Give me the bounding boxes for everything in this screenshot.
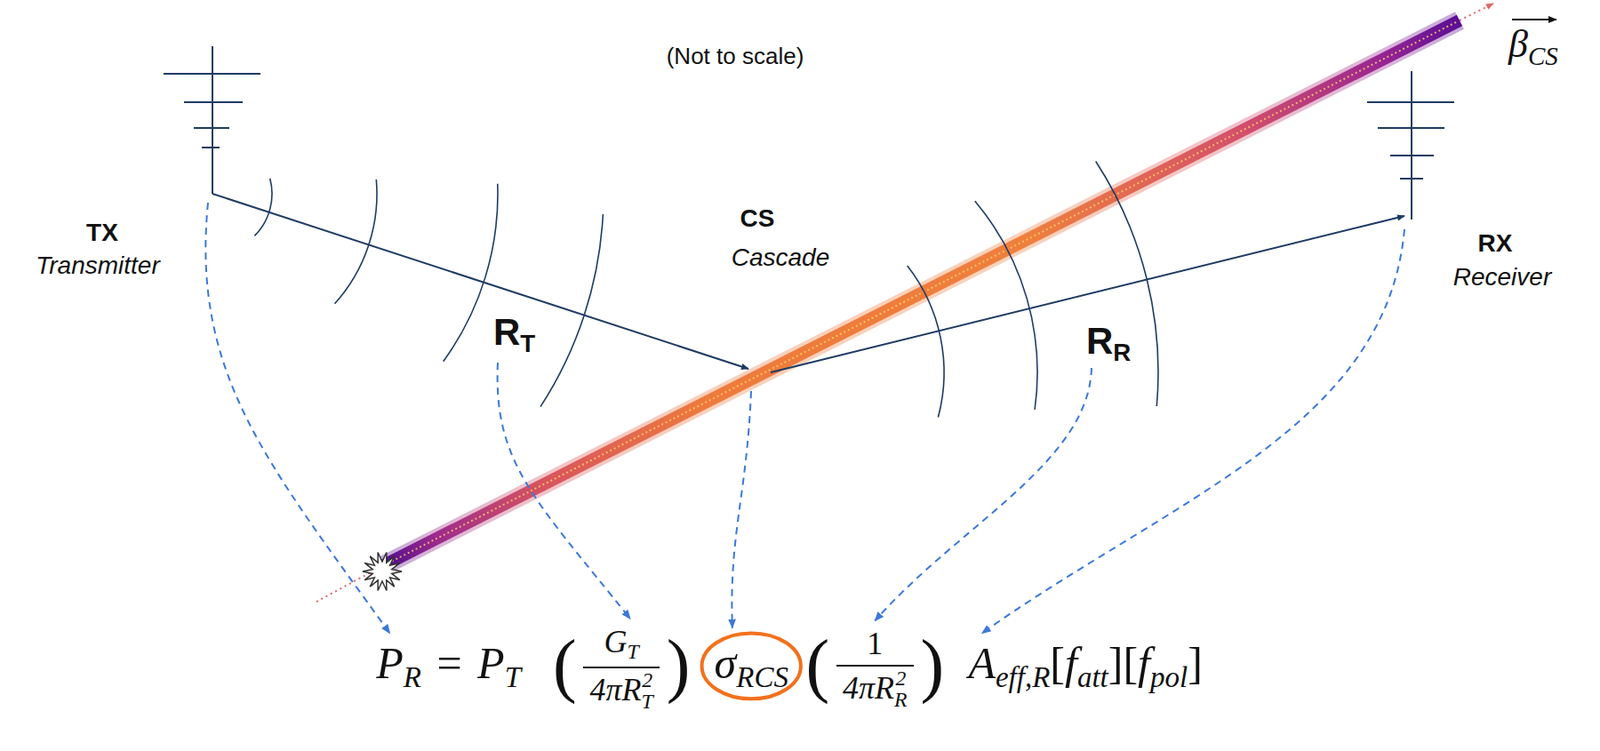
label-text: R (403, 661, 422, 694)
vector-arrow (1512, 18, 1557, 21)
range-label: RT (493, 311, 536, 359)
label-text: RCS (736, 661, 789, 694)
wavefront-arc (975, 200, 1038, 410)
label-text: R (1086, 320, 1113, 362)
script-stack: 2R (894, 668, 908, 712)
label-text: P (477, 638, 505, 688)
station-name: RX (1478, 229, 1513, 258)
label-text: [ (1049, 638, 1065, 688)
incident-ray (212, 193, 749, 369)
label-text: ( (552, 625, 577, 704)
wavefront-arc (1096, 161, 1159, 408)
cascade-glow (382, 20, 1460, 567)
label-text: σ (714, 638, 737, 688)
label-text: R (894, 689, 908, 712)
scale-note: (Not to scale) (666, 42, 805, 71)
label-text: eff,R (995, 661, 1050, 694)
script-stack: 2T (641, 670, 654, 713)
label-text: ) (666, 625, 691, 704)
station-role: Transmitter (35, 251, 160, 280)
label-text: CS (1528, 41, 1559, 71)
label-text: G (604, 624, 628, 660)
velocity-vector-label: βCS (1508, 21, 1559, 72)
cascade-direction (1459, 3, 1494, 21)
leader-line (205, 202, 390, 634)
station-name: CS (740, 204, 776, 233)
label-text: R (1112, 338, 1131, 367)
scattered-ray (770, 216, 1405, 373)
denominator: 4πR2T (583, 668, 660, 713)
label-text: ( (806, 625, 831, 704)
label-text: 1 (866, 625, 883, 662)
cascade-core (384, 21, 1458, 566)
label-text: 4πR (590, 672, 642, 708)
radar-equation: PR=PT(GT4πR2T)σRCS(14πR2R)Aeff,R[fatt][f… (376, 624, 1203, 712)
label-text: f (1064, 638, 1078, 688)
label-text: A (968, 638, 996, 688)
label-text: att (1077, 661, 1109, 694)
receiver-antenna (1367, 71, 1455, 220)
cascade-track (382, 20, 1460, 567)
leader-line (982, 229, 1405, 634)
interaction-starburst (362, 552, 402, 592)
label-text: pol (1150, 661, 1188, 694)
wavefront-arc (335, 179, 378, 304)
label-text: f (1137, 638, 1151, 688)
wavefront-arc (254, 178, 272, 237)
transmitter-antenna (163, 46, 261, 194)
fraction: GT4πR2T (583, 624, 660, 712)
leader-line (731, 391, 752, 629)
station-role: Cascade (731, 243, 831, 272)
numerator: 1 (836, 625, 914, 667)
label-text: 4πR (842, 670, 895, 706)
label-text: ) (920, 625, 944, 704)
label-text: ][ (1108, 638, 1138, 688)
highlight-ellipse (702, 632, 801, 699)
label-text: P (376, 638, 404, 688)
label-text: ] (1187, 638, 1203, 688)
label-text: 2 (894, 668, 908, 690)
wavefront-arc (907, 265, 944, 418)
label-text: T (627, 640, 640, 664)
wavefront-arc (443, 184, 498, 362)
fraction: 1 4πR2R (836, 625, 914, 711)
denominator: 4πR2R (836, 666, 914, 712)
label-text: β (1508, 22, 1528, 66)
numerator: GT (583, 624, 660, 669)
station-role: Receiver (1453, 263, 1552, 292)
wavefront-arc (540, 214, 603, 408)
leader-line (497, 362, 631, 619)
range-label: RR (1086, 320, 1131, 368)
label-text: T (504, 661, 521, 694)
label-text: R (493, 311, 520, 353)
label-text: T (641, 691, 654, 713)
label-text: T (520, 329, 536, 358)
label-text: = (436, 638, 462, 688)
label-text: 2 (641, 670, 654, 692)
station-name: TX (86, 218, 119, 248)
